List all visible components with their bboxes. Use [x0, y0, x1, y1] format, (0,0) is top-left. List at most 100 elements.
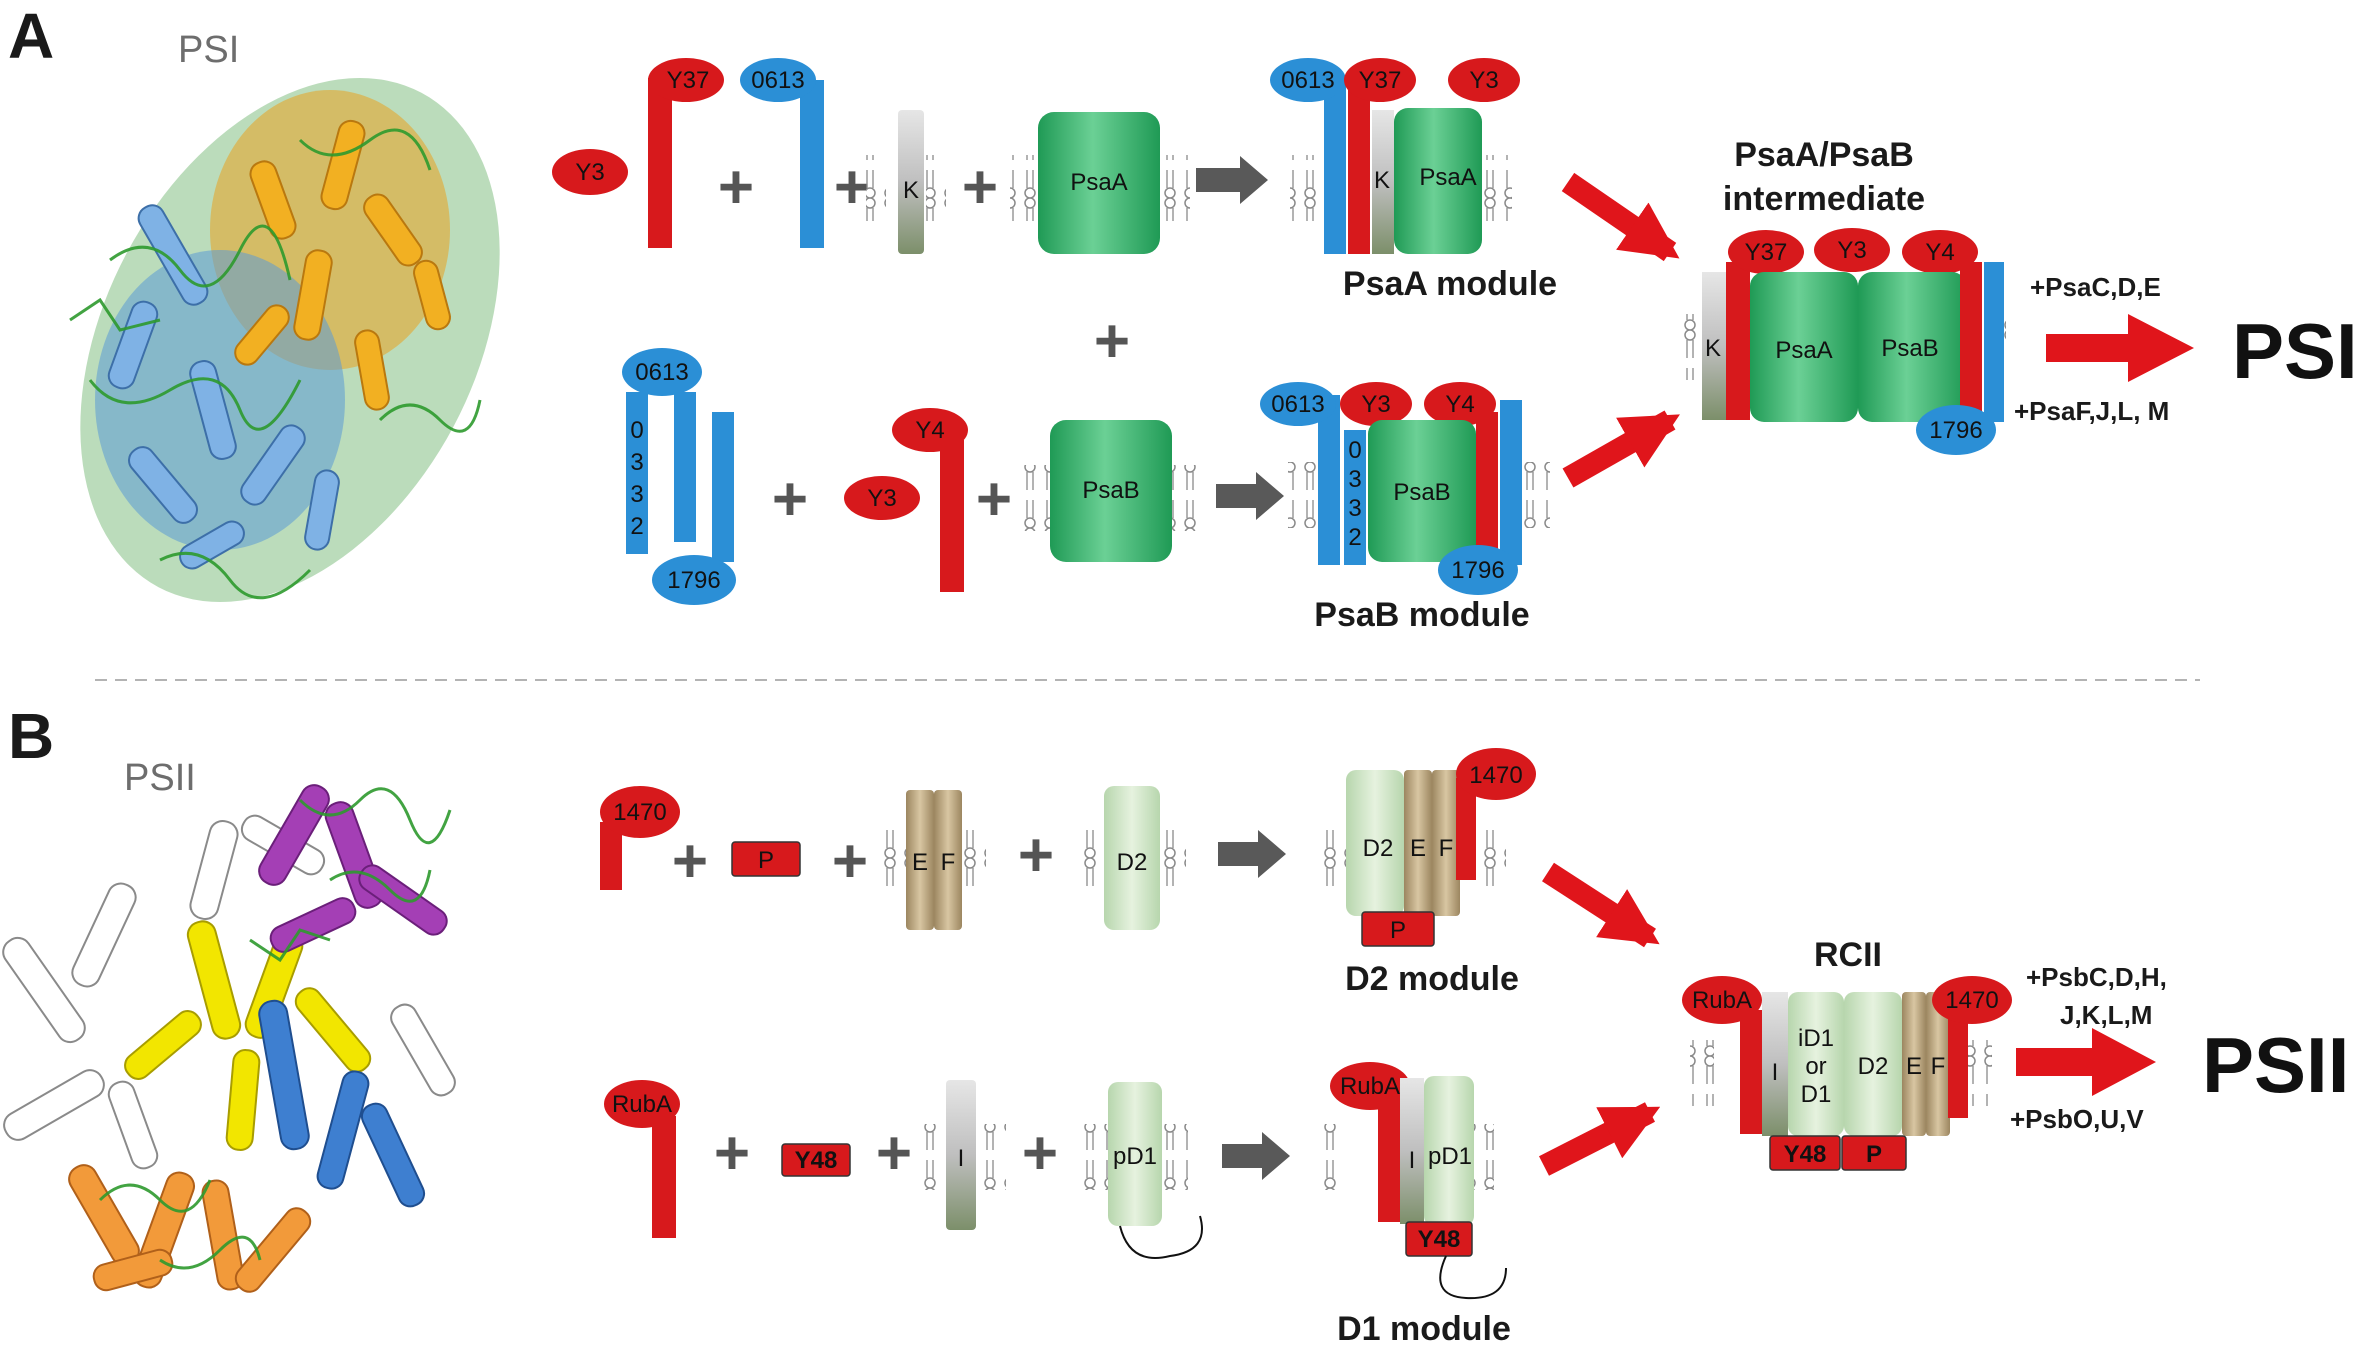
svg-text:1470: 1470: [1469, 762, 1522, 789]
svg-text:+: +: [714, 1119, 750, 1188]
svg-text:D2: D2: [1117, 849, 1148, 876]
svg-text:P: P: [758, 847, 774, 874]
psaa-module: 0613 Y37 Y3 K PsaA PsaA module: [1270, 58, 1557, 303]
svg-text:K: K: [1374, 167, 1390, 194]
svg-text:0: 0: [1348, 437, 1361, 464]
svg-text:PsaA: PsaA: [1070, 169, 1127, 196]
svg-text:+: +: [834, 153, 870, 222]
psii-structure-label: PSII: [124, 757, 196, 799]
svg-text:E: E: [1410, 835, 1426, 862]
x0613-protein: [800, 80, 824, 248]
svg-text:+: +: [772, 465, 808, 534]
svg-text:Y3: Y3: [1837, 237, 1866, 264]
svg-text:+: +: [962, 153, 998, 222]
svg-text:PsaB: PsaB: [1082, 477, 1139, 504]
svg-text:3: 3: [630, 481, 643, 508]
psi-final: PSI: [2232, 307, 2358, 395]
svg-text:Y37: Y37: [1745, 239, 1788, 266]
y37-protein: [648, 78, 672, 248]
psi-structure-image: [69, 77, 500, 603]
psab-module-name: PsaB module: [1314, 596, 1529, 634]
svg-text:K: K: [903, 177, 919, 204]
svg-text:Y4: Y4: [915, 417, 944, 444]
svg-text:I: I: [958, 1145, 965, 1172]
psii-additions-top-line1: +PsbC,D,H,: [2026, 962, 2167, 992]
svg-text:RubA: RubA: [612, 1091, 672, 1118]
psii-additions-top-line2: J,K,L,M: [2060, 1000, 2152, 1030]
svg-text:+: +: [832, 827, 868, 896]
svg-text:2: 2: [1348, 524, 1361, 551]
svg-text:Y48: Y48: [1418, 1226, 1461, 1253]
svg-text:iD1: iD1: [1798, 1025, 1834, 1052]
svg-text:pD1: pD1: [1113, 1143, 1157, 1170]
psaa-row: Y3 Y37 + 0613 + K + PsaA: [552, 58, 1268, 254]
svg-text:1796: 1796: [1929, 417, 1982, 444]
y3-ellipse: [552, 149, 628, 195]
svg-text:D2: D2: [1858, 1053, 1889, 1080]
svg-text:0613: 0613: [1281, 67, 1334, 94]
svg-text:F: F: [941, 849, 956, 876]
svg-text:D1: D1: [1801, 1081, 1832, 1108]
d1-row: RubA + Y48 + I + pD1: [604, 1080, 1290, 1259]
psaa-psab-intermediate: PsaA/PsaB intermediate K Y37 Y3 Y4 PsaA …: [1680, 136, 2006, 455]
svg-text:P: P: [1866, 1141, 1882, 1168]
svg-text:Y4: Y4: [1445, 391, 1474, 418]
svg-text:PsaA/PsaB: PsaA/PsaB: [1734, 136, 1914, 174]
svg-text:Y3: Y3: [1361, 391, 1390, 418]
panel-a-letter: A: [8, 0, 54, 72]
svg-text:+: +: [1022, 1119, 1058, 1188]
d1-module-name: D1 module: [1337, 1310, 1511, 1348]
svg-text:0613: 0613: [635, 359, 688, 386]
svg-text:RCII: RCII: [1814, 936, 1882, 974]
psi-additions-top: +PsaC,D,E: [2030, 272, 2161, 302]
svg-text:PsaA: PsaA: [1419, 164, 1476, 191]
psii-additions-bottom: +PsbO,U,V: [2010, 1104, 2144, 1134]
svg-text:3: 3: [1348, 466, 1361, 493]
svg-text:I: I: [1409, 1147, 1416, 1174]
svg-text:Y3: Y3: [1469, 67, 1498, 94]
psii-final: PSII: [2202, 1021, 2349, 1109]
svg-text:1796: 1796: [1451, 557, 1504, 584]
arrow-to-d2-module: [1218, 830, 1286, 878]
svg-text:E: E: [912, 849, 928, 876]
svg-text:I: I: [1772, 1059, 1779, 1086]
svg-text:Y48: Y48: [1784, 1141, 1827, 1168]
svg-text:3: 3: [630, 449, 643, 476]
arrow-to-psab-module: [1216, 472, 1284, 520]
svg-text:+: +: [718, 153, 754, 222]
arrow-psab-to-intermediate: [1562, 410, 1680, 488]
svg-text:2: 2: [630, 513, 643, 540]
svg-text:+: +: [672, 827, 708, 896]
svg-text:3: 3: [1348, 495, 1361, 522]
svg-text:PsaA: PsaA: [1775, 337, 1832, 364]
svg-text:1470: 1470: [1945, 987, 1998, 1014]
arrow-to-psi: [2046, 314, 2194, 382]
svg-text:Y3: Y3: [867, 485, 896, 512]
d2-row: 1470 + P + E F + D2: [600, 786, 1286, 930]
k-subunit: [898, 110, 924, 254]
d2-module: D2 E F 1470 P D2 module: [1320, 748, 1536, 998]
psii-structure-image: [2, 784, 456, 1293]
svg-text:RubA: RubA: [1692, 987, 1752, 1014]
d2-module-name: D2 module: [1345, 960, 1519, 998]
d1-module: RubA I pD1 Y48 D1 module: [1316, 1062, 1511, 1348]
svg-text:Y37: Y37: [667, 67, 710, 94]
svg-text:intermediate: intermediate: [1723, 180, 1925, 218]
arrow-to-psaa-module: [1196, 156, 1268, 204]
arrow-d2-to-rcii: [1542, 862, 1660, 948]
svg-text:0613: 0613: [751, 67, 804, 94]
svg-text:+: +: [976, 465, 1012, 534]
svg-text:Y3: Y3: [575, 159, 604, 186]
svg-text:Y48: Y48: [795, 1147, 838, 1174]
svg-text:+: +: [1018, 821, 1054, 890]
svg-text:Y4: Y4: [1925, 239, 1954, 266]
svg-text:1470: 1470: [613, 799, 666, 826]
svg-text:pD1: pD1: [1428, 1143, 1472, 1170]
psi-additions-bottom: +PsaF,J,L, M: [2014, 396, 2169, 426]
svg-text:or: or: [1805, 1053, 1826, 1080]
svg-text:RubA: RubA: [1340, 1073, 1400, 1100]
arrow-d1-to-rcii: [1539, 1102, 1661, 1176]
psab-module: 0613 Y3 Y4 0 3 3 2 PsaB 1796 PsaB module: [1260, 382, 1550, 634]
svg-text:Y37: Y37: [1359, 67, 1402, 94]
